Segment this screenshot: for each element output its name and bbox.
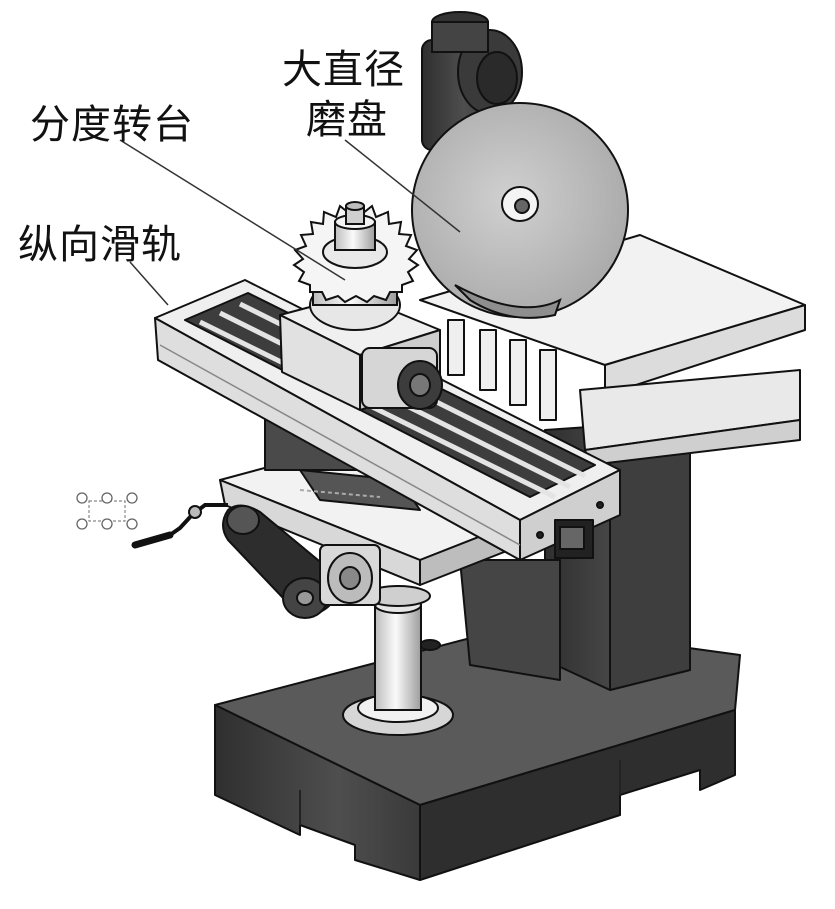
leader-lines (119, 139, 461, 306)
leader-line-indexing-table (119, 139, 346, 281)
label-indexing-table: 分度转台 (30, 102, 194, 148)
leader-line-grinding-disc (344, 139, 461, 233)
leader-line-longitudinal-rail (129, 261, 169, 306)
crank-handle-icon (131, 503, 228, 549)
indexing-table-housing (279, 294, 443, 411)
lift-post (342, 585, 454, 736)
label-grinding-disc-line2: 磨盘 (306, 97, 388, 143)
label-grinding-disc-line1: 大直径 (282, 47, 405, 93)
grinding-disc (411, 102, 629, 319)
label-longitudinal-rail: 纵向滑轨 (18, 222, 182, 268)
belt-drive (222, 504, 381, 619)
selection-handles-icon (76, 492, 138, 530)
upper-frame (419, 234, 806, 466)
indexing-rotary-table (292, 201, 420, 331)
